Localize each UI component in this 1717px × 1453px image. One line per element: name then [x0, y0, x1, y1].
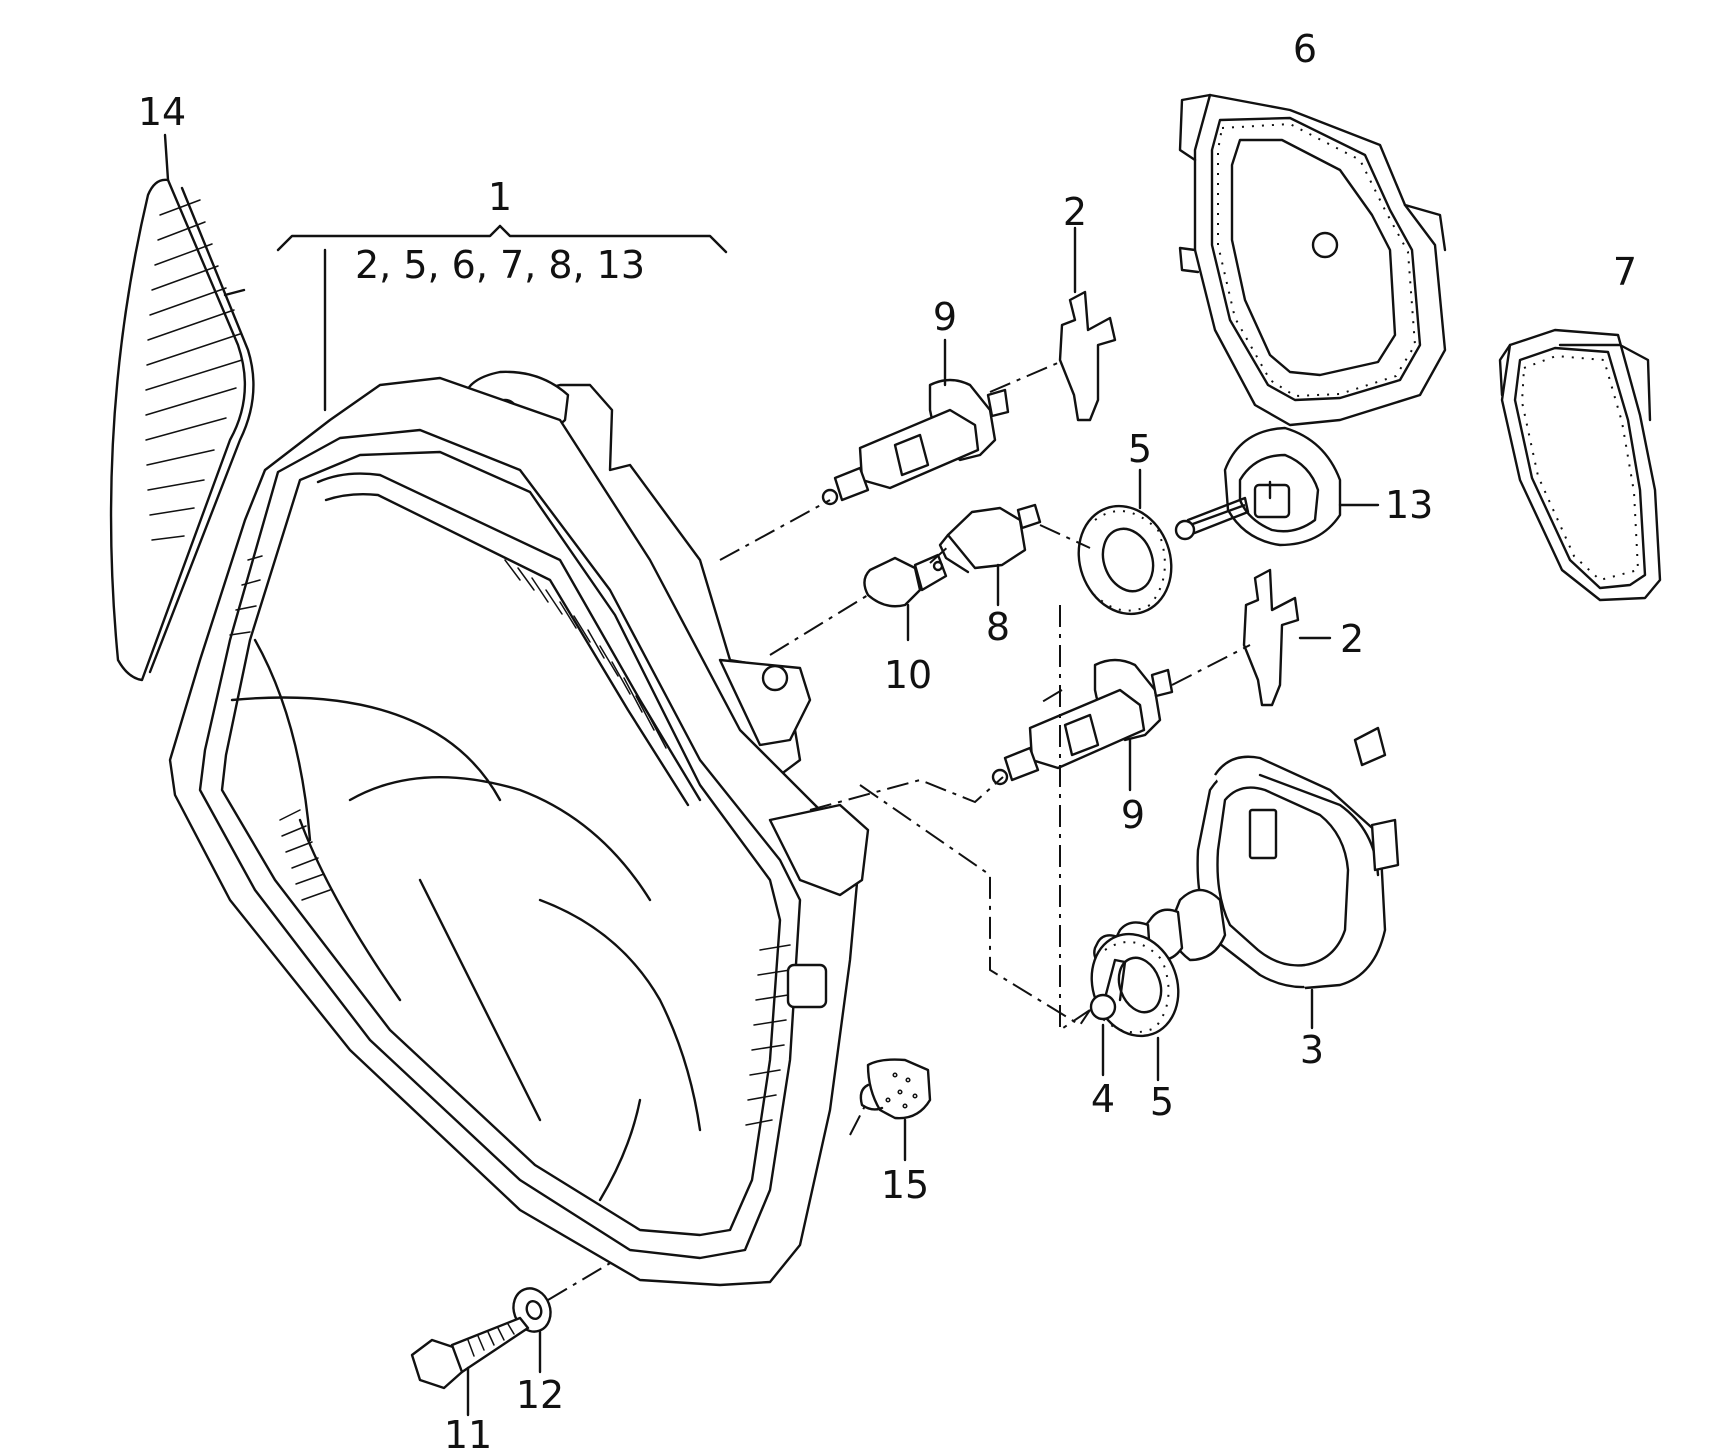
part-9-bulb-lower [991, 658, 1174, 792]
label-part-5-lower: 5 [1150, 1080, 1174, 1124]
part-14-lens-cover [109, 178, 255, 682]
part-5-seal-upper [1077, 468, 1173, 616]
part-1-headlight-housing [168, 248, 870, 1287]
part-1-kit-bracket [276, 224, 728, 254]
assembly-lines [547, 361, 1251, 1301]
part-15-clip-nut [859, 1058, 932, 1162]
label-part-13: 13 [1385, 483, 1433, 527]
label-part-2-upper: 2 [1063, 190, 1087, 234]
label-part-2-lower: 2 [1340, 617, 1364, 661]
part-6-rear-cover [1178, 93, 1447, 427]
part-7-small-cover [1498, 328, 1662, 602]
label-part-5-upper: 5 [1128, 427, 1152, 471]
label-part-3: 3 [1300, 1028, 1324, 1072]
part-2-clip-upper [1058, 226, 1117, 422]
part-10-small-bulb [863, 553, 948, 642]
label-part-1: 1 [488, 175, 512, 219]
part-9-bulb-upper [821, 338, 1010, 506]
label-part-1-kit-list: 2, 5, 6, 7, 8, 13 [355, 243, 645, 287]
label-part-9-upper: 9 [933, 295, 957, 339]
part-8-bulb-holder [938, 503, 1042, 607]
label-part-9-lower: 9 [1121, 793, 1145, 837]
label-part-11: 11 [444, 1413, 492, 1453]
label-part-15: 15 [881, 1163, 929, 1207]
part-2-clip-lower [1242, 568, 1332, 707]
part-13-bulb-socket [1174, 426, 1380, 547]
label-part-14: 14 [138, 90, 186, 134]
label-part-8: 8 [986, 605, 1010, 649]
label-part-4: 4 [1091, 1077, 1115, 1121]
label-part-12: 12 [516, 1373, 564, 1417]
label-part-7: 7 [1613, 250, 1637, 294]
part-4-bulb [1089, 958, 1127, 1077]
label-part-10: 10 [884, 653, 932, 697]
label-part-6: 6 [1293, 27, 1317, 71]
part-11-screw [410, 1316, 530, 1417]
